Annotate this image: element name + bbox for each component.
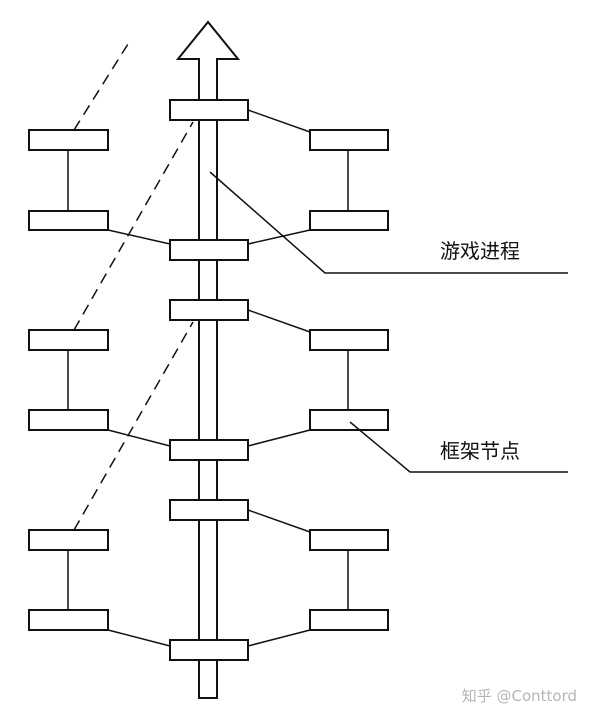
dashed-link	[73, 121, 194, 331]
frame-node	[309, 609, 389, 631]
connector	[107, 629, 171, 647]
frame-node	[28, 409, 109, 431]
frame-node	[309, 210, 389, 231]
connector	[247, 429, 311, 447]
frame-node	[309, 129, 389, 151]
frame-node	[28, 210, 109, 231]
frame-node	[169, 499, 249, 521]
frame-node	[28, 529, 109, 551]
node-group-3	[28, 321, 389, 661]
node-group-2	[28, 121, 389, 461]
connector	[107, 229, 171, 245]
watermark: 知乎 @Conttord	[462, 687, 577, 705]
frame-node	[309, 409, 389, 431]
frame-node-label: 框架节点	[440, 439, 520, 463]
game-progress-arrow	[175, 20, 241, 699]
node-group-1	[28, 43, 389, 261]
dashed-link	[73, 321, 194, 531]
frame-node	[169, 299, 249, 321]
game-progress-callout	[209, 171, 568, 274]
connector	[247, 229, 311, 245]
frame-node	[169, 439, 249, 461]
connector	[247, 509, 311, 533]
frame-node	[169, 239, 249, 261]
frame-node	[28, 329, 109, 351]
game-progress-label: 游戏进程	[440, 239, 520, 263]
connector	[247, 109, 311, 133]
frame-node	[28, 609, 109, 631]
connector	[107, 429, 171, 447]
dashed-link	[73, 43, 129, 131]
frame-node	[309, 529, 389, 551]
frame-node	[309, 329, 389, 351]
connector	[247, 629, 311, 647]
frame-node-callout	[349, 421, 568, 473]
connector	[247, 309, 311, 333]
frame-node	[169, 99, 249, 121]
frame-node	[169, 639, 249, 661]
frame-node	[28, 129, 109, 151]
